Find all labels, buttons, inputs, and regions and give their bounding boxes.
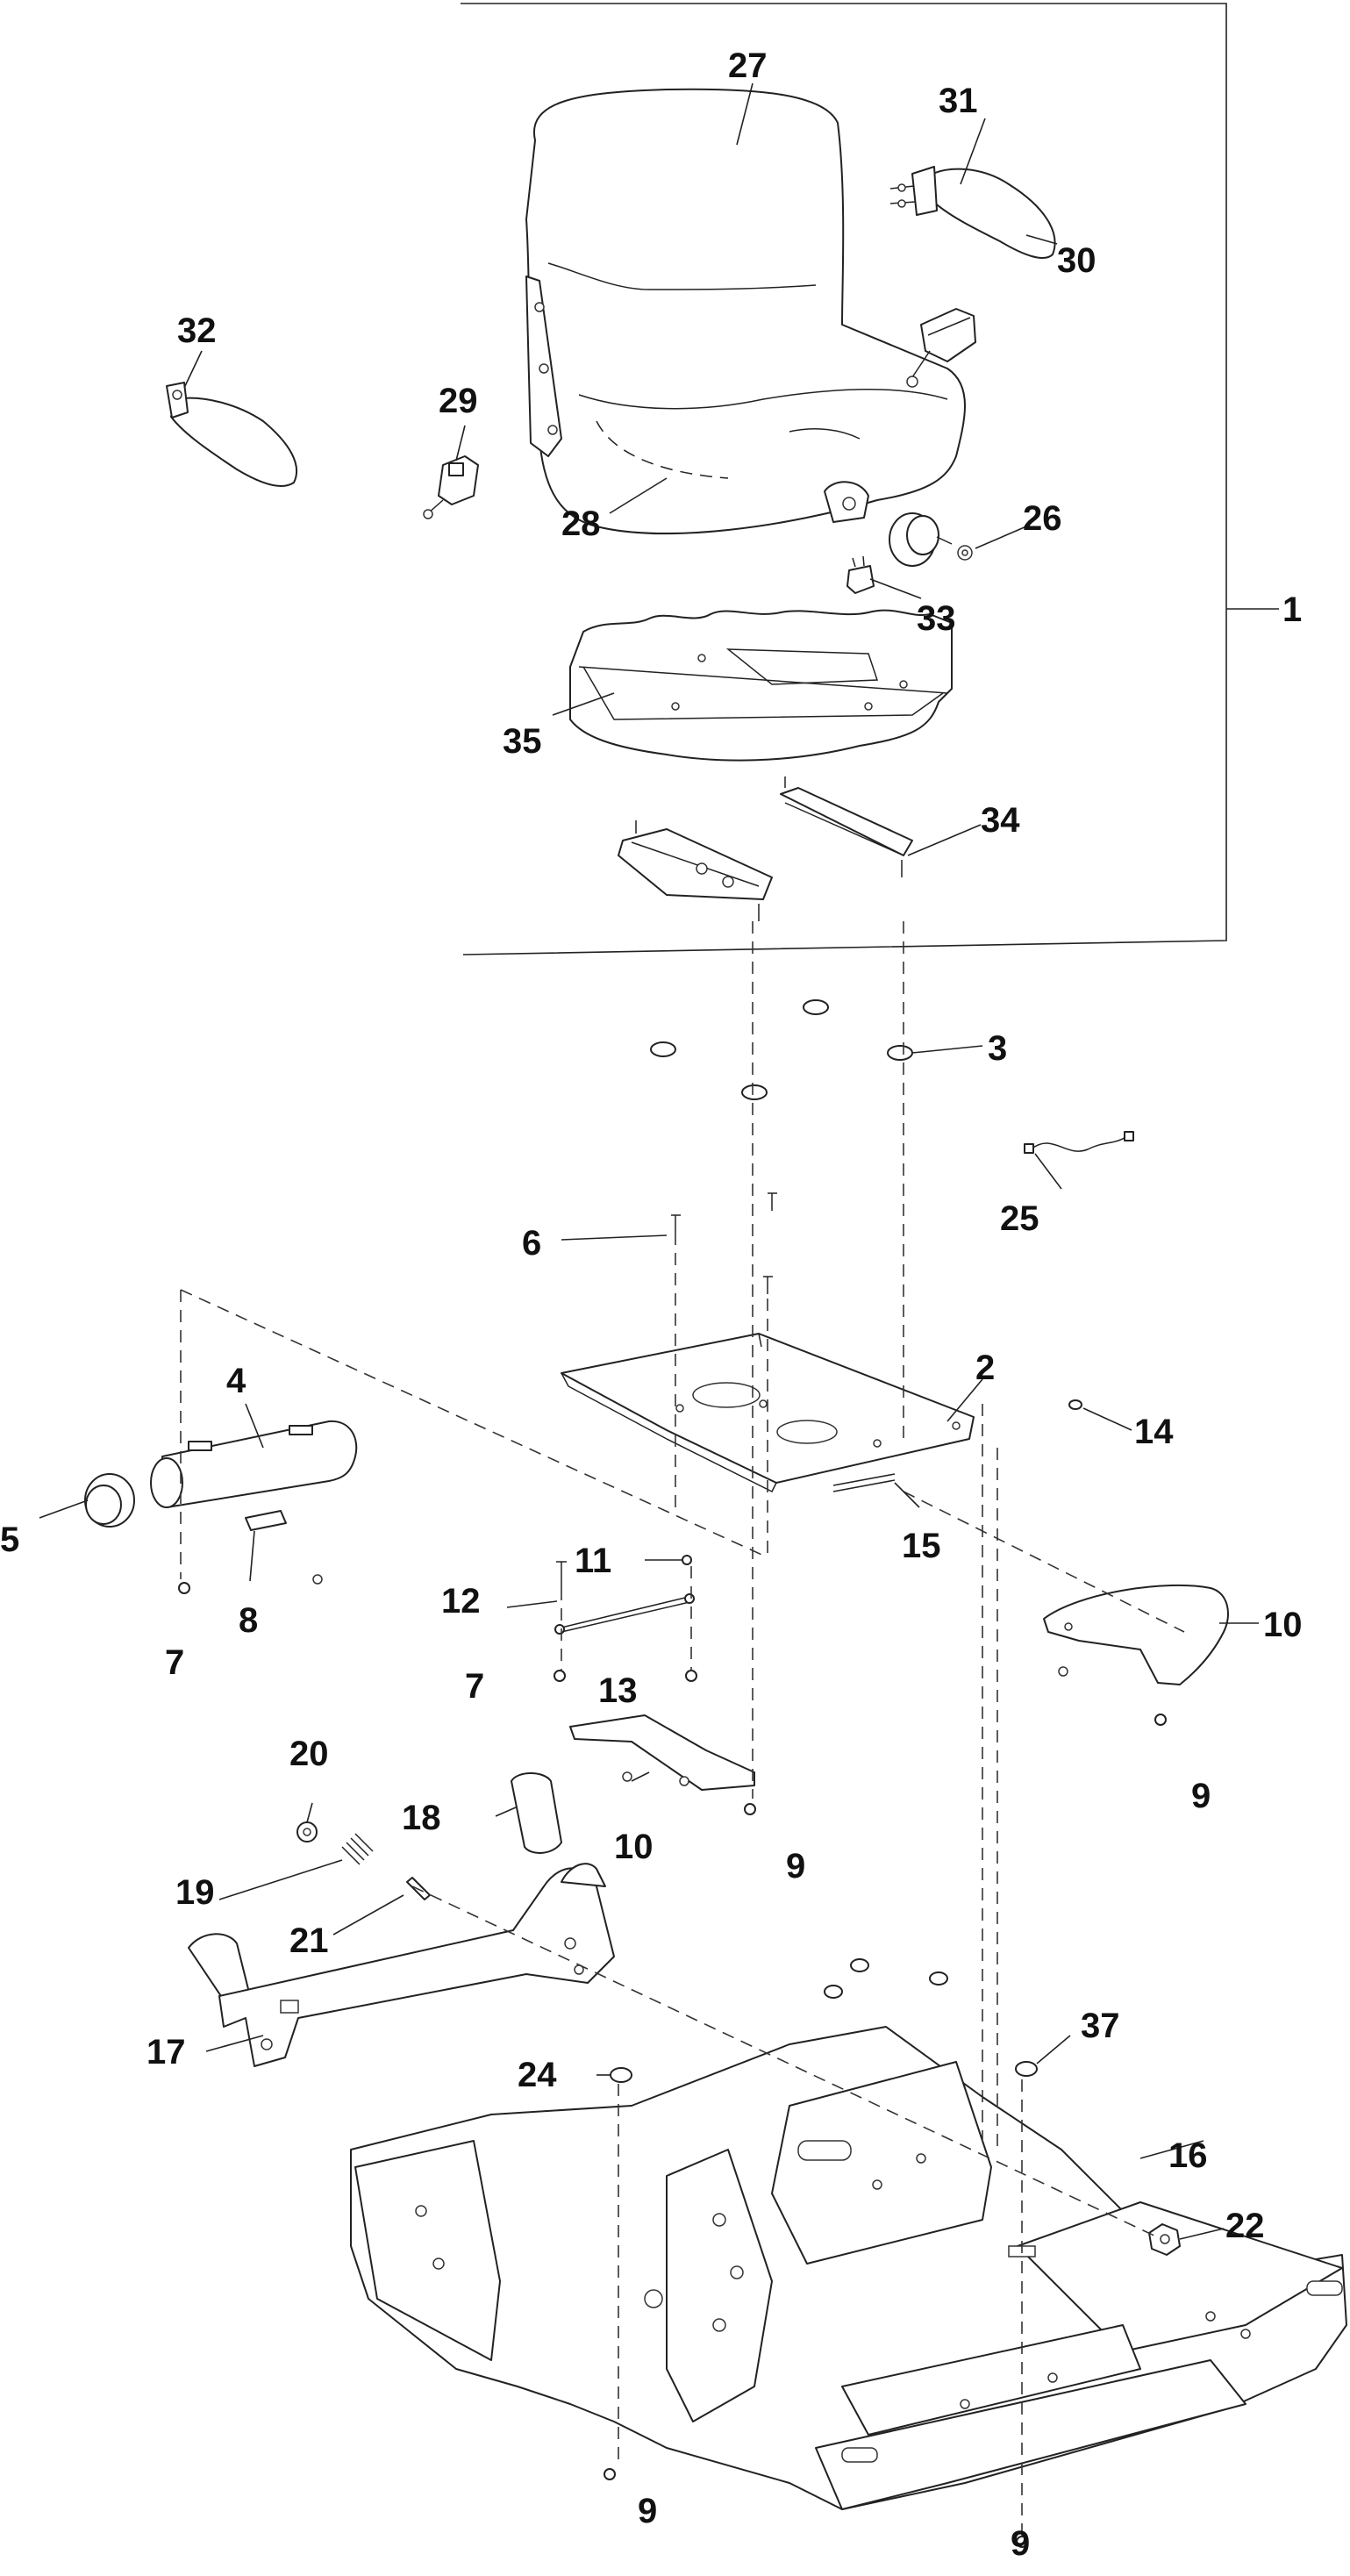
callout-32: 32 xyxy=(177,311,217,350)
callout-3: 3 xyxy=(988,1029,1007,1068)
tube-assembly xyxy=(84,1420,358,1585)
callout-11: 11 xyxy=(575,1542,611,1580)
callout-1: 1 xyxy=(1282,590,1302,629)
wire-harness xyxy=(1024,1131,1134,1154)
callout-31: 31 xyxy=(939,82,978,120)
callout-2: 2 xyxy=(975,1349,995,1387)
callout-29: 29 xyxy=(439,382,478,420)
callout-15: 15 xyxy=(902,1527,941,1565)
callout-9: 9 xyxy=(786,1847,805,1885)
control-lever xyxy=(188,1863,615,2067)
rubber-mounts xyxy=(650,999,913,1100)
callout-6: 6 xyxy=(522,1224,541,1263)
seat-belt-retractor xyxy=(906,308,976,388)
callout-labels: 1 2 3 4 5 6 7 7 8 9 9 9 9 10 10 11 12 13… xyxy=(0,47,1303,2563)
callout-22: 22 xyxy=(1225,2207,1265,2245)
callout-25: 25 xyxy=(1000,1199,1039,1238)
callout-35: 35 xyxy=(503,722,542,761)
bumpers xyxy=(610,1958,1038,2083)
adjustment-knob xyxy=(889,512,973,567)
linkage-rod xyxy=(554,1555,695,1635)
seat-pan xyxy=(569,609,953,762)
leader-lines xyxy=(39,82,1259,2240)
callout-9: 9 xyxy=(638,2492,657,2530)
callout-12: 12 xyxy=(441,1582,481,1621)
alignment-lines xyxy=(180,921,1185,2536)
callout-4: 4 xyxy=(226,1362,246,1400)
callout-5: 5 xyxy=(0,1521,19,1559)
pins xyxy=(832,1399,1082,1492)
bottom-nuts xyxy=(604,1714,1167,2548)
callout-10: 10 xyxy=(1263,1606,1303,1644)
callout-34: 34 xyxy=(981,801,1020,840)
callout-33: 33 xyxy=(917,599,956,638)
callout-9: 9 xyxy=(1191,1777,1211,1815)
callout-7: 7 xyxy=(465,1667,484,1706)
chassis-frame xyxy=(350,2026,1347,2510)
callout-37: 37 xyxy=(1081,2007,1120,2045)
callout-21: 21 xyxy=(289,1921,329,1960)
callout-18: 18 xyxy=(402,1799,441,1837)
callout-30: 30 xyxy=(1057,241,1096,280)
callout-7: 7 xyxy=(165,1643,184,1682)
flange-nut xyxy=(1148,2223,1181,2256)
callout-24: 24 xyxy=(518,2056,557,2094)
seat-switch xyxy=(846,555,875,594)
handle-parts xyxy=(296,1772,562,1900)
seat-slide-rails xyxy=(618,776,913,921)
seat-belt-buckle xyxy=(423,455,479,519)
seat-assembly-bracket xyxy=(461,3,1279,955)
mounting-bolts xyxy=(671,1192,777,1294)
nuts xyxy=(178,1582,697,1682)
callout-20: 20 xyxy=(289,1735,329,1773)
seat-cushion xyxy=(525,88,966,535)
callout-17: 17 xyxy=(146,2033,186,2072)
callout-10: 10 xyxy=(614,1828,654,1866)
callout-26: 26 xyxy=(1023,499,1062,538)
callout-9: 9 xyxy=(1011,2524,1030,2563)
callout-16: 16 xyxy=(1168,2136,1208,2175)
callout-27: 27 xyxy=(728,47,768,85)
callout-14: 14 xyxy=(1134,1413,1174,1451)
armrest-left xyxy=(166,382,298,487)
callout-8: 8 xyxy=(239,1601,258,1640)
armrest-right xyxy=(889,166,1056,259)
brackets xyxy=(569,1584,1229,1791)
callout-28: 28 xyxy=(561,504,601,543)
callout-19: 19 xyxy=(175,1873,215,1912)
callout-13: 13 xyxy=(598,1671,638,1710)
